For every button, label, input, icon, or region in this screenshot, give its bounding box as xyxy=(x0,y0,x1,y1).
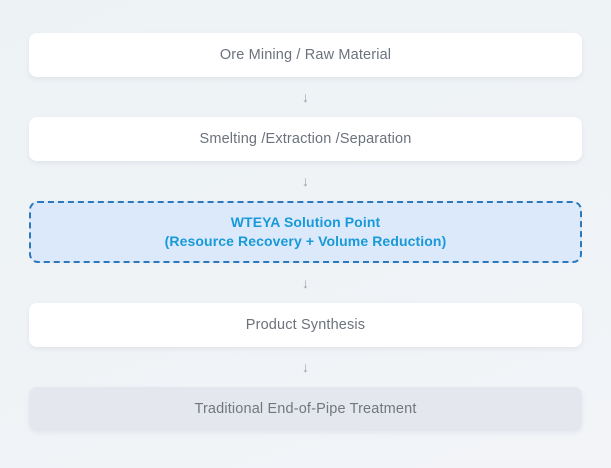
flow-connector-4: ↓ xyxy=(29,347,582,387)
flow-node-label-secondary: (Resource Recovery + Volume Reduction) xyxy=(164,233,447,249)
flow-node-label: Product Synthesis xyxy=(245,317,366,333)
flow-node-product-synthesis[interactable]: Product Synthesis xyxy=(29,303,582,347)
arrow-down-icon: ↓ xyxy=(302,275,309,291)
flow-node-smelting[interactable]: Smelting /Extraction /Separation xyxy=(29,117,582,161)
flow-node-label-primary: WTEYA Solution Point xyxy=(230,214,381,231)
flow-node-label: Smelting /Extraction /Separation xyxy=(199,131,412,147)
arrow-down-icon: ↓ xyxy=(302,359,309,375)
flow-node-traditional-treatment[interactable]: Traditional End-of-Pipe Treatment xyxy=(29,387,582,431)
flow-node-ore-mining[interactable]: Ore Mining / Raw Material xyxy=(29,33,582,77)
flow-node-wteya-solution-point[interactable]: WTEYA Solution Point (Resource Recovery … xyxy=(29,201,582,263)
arrow-down-icon: ↓ xyxy=(302,89,309,105)
flow-connector-1: ↓ xyxy=(29,77,582,117)
arrow-down-icon: ↓ xyxy=(302,173,309,189)
flow-node-label: Ore Mining / Raw Material xyxy=(219,47,392,63)
flow-connector-3: ↓ xyxy=(29,263,582,303)
flow-node-label: Traditional End-of-Pipe Treatment xyxy=(194,401,417,417)
flow-connector-2: ↓ xyxy=(29,161,582,201)
